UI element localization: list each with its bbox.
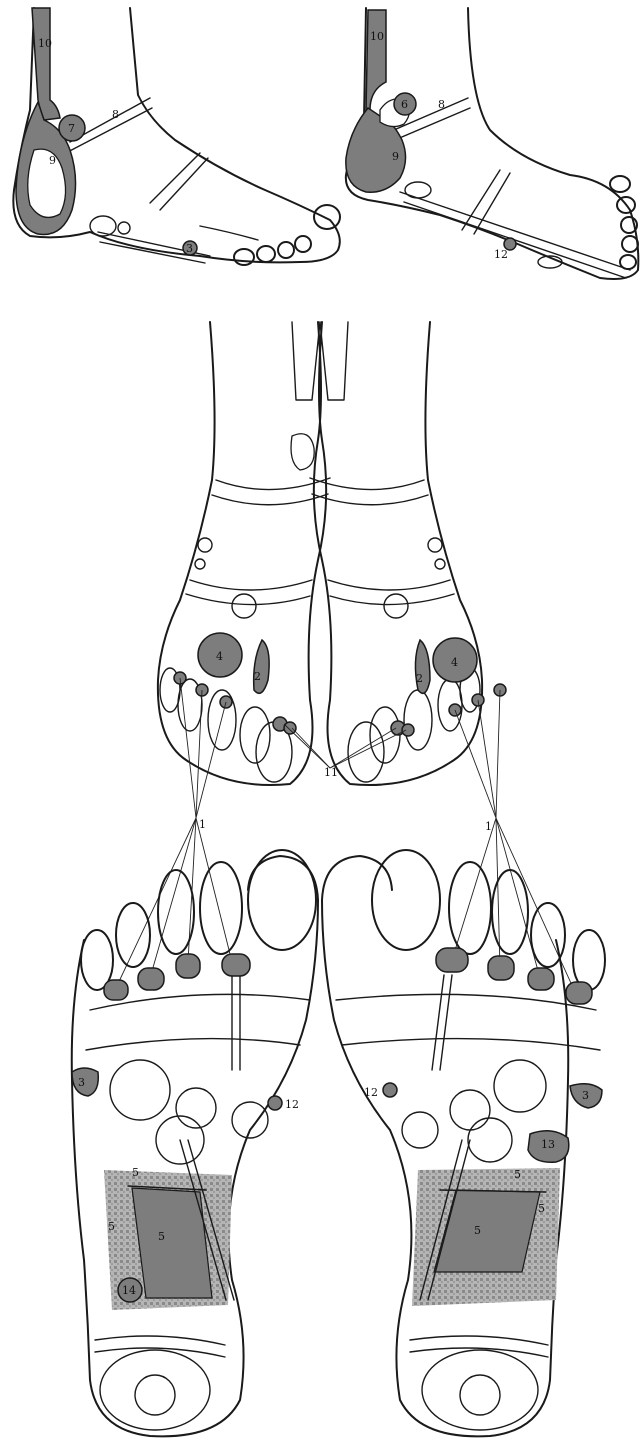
point-12-sole-right <box>382 1082 398 1098</box>
zone-13 <box>527 1130 570 1163</box>
foot-side-view-left: 10 7 8 9 3 <box>12 7 341 266</box>
label-7: 7 <box>68 122 75 135</box>
sole-left: 3 12 5 5 5 14 <box>70 849 319 1438</box>
point-7 <box>58 114 86 142</box>
point-3-sole-left <box>71 1067 100 1097</box>
label-5-left-top: 5 <box>132 1166 139 1179</box>
label-11: 11 <box>324 766 338 779</box>
sole-right: 12 3 13 5 5 5 <box>321 849 606 1438</box>
point-3-sole-right <box>569 1083 603 1109</box>
label-10-left: 10 <box>38 37 52 50</box>
label-5-right-side: 5 <box>538 1202 545 1215</box>
label-5-right-top: 5 <box>514 1168 521 1181</box>
zone-5-left-inner <box>131 1187 213 1299</box>
label-12-side: 12 <box>494 248 508 261</box>
foot-top-view-left: 4 2 <box>156 321 331 786</box>
zone-2-left <box>252 638 270 695</box>
label-9-left: 9 <box>49 154 56 167</box>
label-8-left: 8 <box>112 108 119 121</box>
point-3-side <box>182 240 198 256</box>
label-6: 6 <box>401 98 408 111</box>
label-4-left: 4 <box>216 650 223 663</box>
label-2-left: 2 <box>254 670 261 683</box>
label-3-sole-left: 3 <box>78 1076 85 1089</box>
label-5-right-center: 5 <box>474 1224 481 1237</box>
label-4-right: 4 <box>451 656 458 669</box>
zone-2-right <box>414 638 431 695</box>
label-1-left: 1 <box>199 818 206 831</box>
label-3-side: 3 <box>186 242 193 255</box>
label-12-sole-right: 12 <box>364 1086 378 1099</box>
zone-4-left <box>197 632 243 678</box>
label-5-left-side: 5 <box>108 1220 115 1233</box>
label-14: 14 <box>122 1284 136 1297</box>
point-12-sole-left <box>267 1095 283 1111</box>
leader-lines <box>114 677 576 993</box>
label-10-right: 10 <box>370 30 384 43</box>
label-3-sole-right: 3 <box>582 1089 589 1102</box>
zone-9-heel-right <box>345 106 407 193</box>
label-1-right: 1 <box>485 820 492 833</box>
point-6 <box>393 92 417 116</box>
foot-side-view-right: 10 6 8 9 12 <box>344 7 640 280</box>
zone-10-strip-right <box>365 9 387 111</box>
label-8-right: 8 <box>438 98 445 111</box>
label-2-right: 2 <box>416 672 423 685</box>
label-5-left-center: 5 <box>158 1230 165 1243</box>
point-12-side <box>503 237 517 251</box>
zone-10-strip <box>31 7 61 121</box>
foot-top-view-right: 4 2 <box>309 321 507 786</box>
label-12-sole-left: 12 <box>285 1098 299 1111</box>
label-9-right: 9 <box>392 150 399 163</box>
point-14 <box>117 1277 143 1303</box>
zone-4-right <box>432 637 478 683</box>
label-13: 13 <box>541 1138 555 1151</box>
